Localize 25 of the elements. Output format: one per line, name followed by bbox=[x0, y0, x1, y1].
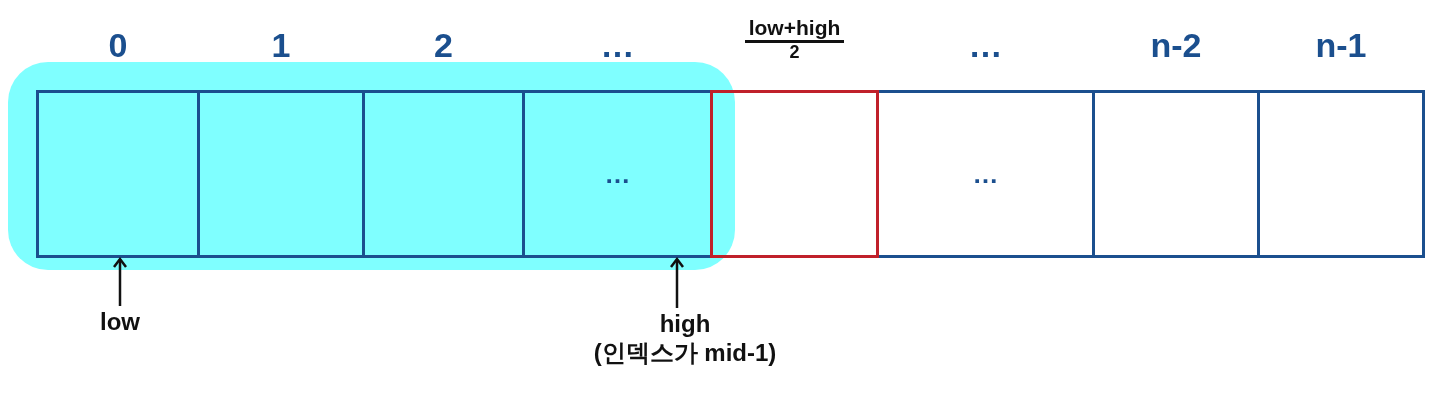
highlight-region bbox=[8, 62, 735, 270]
arrow bbox=[669, 257, 685, 308]
array-cell bbox=[1092, 90, 1260, 258]
index-label: 0 bbox=[107, 28, 129, 62]
index-label: 2 bbox=[433, 28, 454, 62]
index-label: n-2 bbox=[1149, 28, 1203, 62]
ellipsis-text: … bbox=[972, 158, 999, 190]
array-cell bbox=[710, 90, 879, 258]
index-label: … bbox=[967, 28, 1004, 62]
array-cell bbox=[522, 90, 713, 258]
note-text: (인덱스가 mid-1) bbox=[593, 338, 777, 368]
pointer-label: high bbox=[659, 310, 711, 339]
pointer-label: low bbox=[100, 308, 140, 337]
array-cell bbox=[876, 90, 1095, 258]
array-cell bbox=[36, 90, 200, 258]
array-cell bbox=[362, 90, 525, 258]
ellipsis-text: … bbox=[604, 158, 631, 190]
index-label: n-1 bbox=[1314, 28, 1368, 62]
arrow bbox=[112, 257, 128, 306]
array-cell bbox=[197, 90, 365, 258]
array-cell bbox=[1257, 90, 1425, 258]
index-label: … bbox=[599, 28, 636, 62]
index-label: 1 bbox=[270, 28, 292, 62]
index-label: 2 bbox=[789, 43, 800, 63]
index-label: low+high bbox=[744, 16, 845, 44]
